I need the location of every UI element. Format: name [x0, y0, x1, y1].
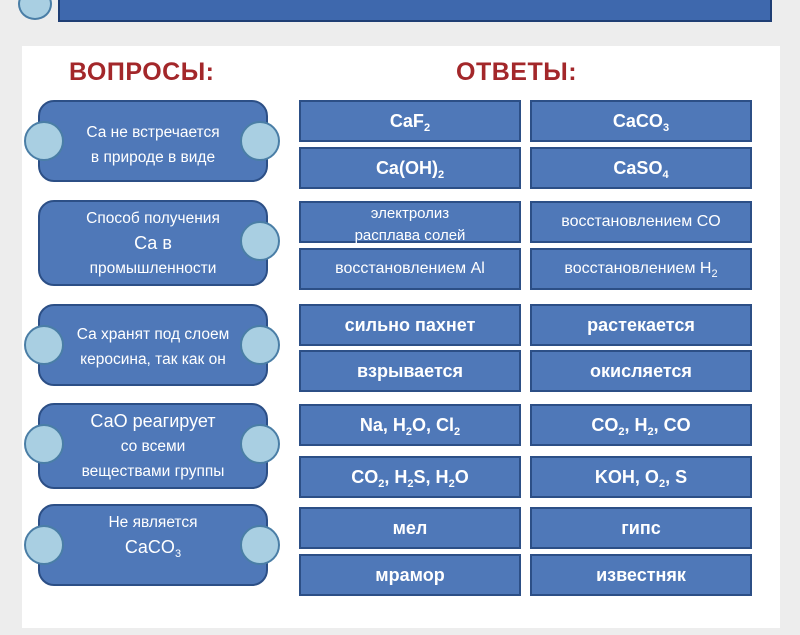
- answer-tile[interactable]: окисляется: [530, 350, 752, 392]
- answer-text: сильно пахнет: [344, 315, 476, 335]
- answer-text: O: [454, 467, 469, 487]
- right-knob: [240, 525, 280, 565]
- right-knob: [240, 221, 280, 261]
- previous-slide-knob: [18, 0, 52, 20]
- answer-text: CaCO: [612, 111, 663, 131]
- answer-tile[interactable]: электролиз расплава солей: [299, 201, 521, 244]
- answer-tile[interactable]: CO2, H2S, H2O: [299, 456, 521, 498]
- question-text-line: Са в: [134, 233, 172, 253]
- answer-text: известняк: [596, 565, 686, 585]
- question-card-2[interactable]: Способ получения Са в промышленности: [38, 200, 280, 286]
- answer-text: , H: [624, 415, 648, 435]
- answer-tile[interactable]: взрывается: [299, 350, 521, 392]
- question-text-line: Способ получения: [86, 210, 220, 227]
- answer-text: Na, H: [359, 415, 406, 435]
- question-text-line: керосина, так как он: [80, 351, 226, 368]
- left-knob: [24, 121, 64, 161]
- answer-text: гипс: [621, 518, 661, 538]
- answer-text: CO: [591, 415, 619, 435]
- answer-tile[interactable]: CaF2: [299, 100, 521, 142]
- question-text-line: со всеми: [120, 438, 186, 455]
- answer-subscript: 4: [662, 169, 669, 181]
- left-knob: [24, 525, 64, 565]
- answer-text: Ca(OH): [375, 158, 438, 178]
- question-card-4[interactable]: СаО реагирует со всеми веществами группы: [24, 403, 280, 489]
- formula-subscript: 3: [174, 548, 182, 560]
- question-text-line: Са хранят под слоем: [76, 326, 230, 343]
- answer-tile[interactable]: Na, H2O, Cl2: [299, 404, 521, 446]
- answer-text: S, H: [413, 467, 449, 487]
- answer-tile[interactable]: мел: [299, 507, 521, 549]
- question-text-line: Не является: [108, 514, 198, 531]
- question-text-line: в природе в виде: [90, 149, 216, 166]
- questions-heading: ВОПРОСЫ:: [69, 58, 215, 86]
- question-text-line: Са не встречается: [86, 124, 220, 141]
- answer-subscript: 2: [658, 478, 666, 490]
- question-card-5[interactable]: Не является CaCO3: [24, 504, 280, 586]
- answer-text: восстановлением H: [564, 260, 712, 277]
- right-knob: [240, 325, 280, 365]
- answer-text: окисляется: [590, 361, 692, 381]
- answer-text-line: расплава солей: [354, 227, 466, 244]
- previous-slide-strip: [0, 0, 800, 34]
- answer-tile[interactable]: восстановлением H2: [530, 248, 752, 290]
- answer-subscript: 2: [448, 478, 455, 490]
- answer-subscript: 2: [454, 426, 461, 438]
- answer-text: восстановлением Al: [335, 260, 485, 277]
- answer-tile[interactable]: восстановлением Al: [299, 248, 521, 290]
- answer-text: CaF: [389, 111, 424, 131]
- answer-text: , S: [665, 467, 688, 487]
- answer-tile[interactable]: известняк: [530, 554, 752, 596]
- answer-tile[interactable]: гипс: [530, 507, 752, 549]
- answer-subscript: 2: [647, 426, 654, 438]
- left-knob: [24, 325, 64, 365]
- answer-subscript: 2: [407, 478, 414, 490]
- question-text-line: промышленности: [89, 260, 217, 277]
- answer-text: восстановлением CO: [561, 213, 721, 230]
- question-formula: CaCO3: [40, 535, 266, 560]
- answer-tile[interactable]: CO2, H2, CO: [530, 404, 752, 446]
- question-card-3[interactable]: Са хранят под слоем керосина, так как он: [24, 304, 280, 386]
- answers-heading: ОТВЕТЫ:: [456, 58, 578, 86]
- answer-text: мрамор: [375, 565, 445, 585]
- answer-tile[interactable]: CaCO3: [530, 100, 752, 142]
- answer-tile[interactable]: мрамор: [299, 554, 521, 596]
- answer-tile[interactable]: Ca(OH)2: [299, 147, 521, 189]
- answer-text-line: электролиз: [370, 205, 450, 222]
- right-knob: [240, 121, 280, 161]
- answer-text: мел: [392, 518, 428, 538]
- question-card-1[interactable]: Са не встречается в природе в виде: [24, 100, 280, 182]
- answer-tile[interactable]: восстановлением CO: [530, 201, 752, 243]
- left-knob: [24, 424, 64, 464]
- answer-subscript: 2: [437, 169, 445, 181]
- answer-subscript: 2: [378, 478, 385, 490]
- answer-text: KOH, O: [594, 467, 659, 487]
- answer-text: растекается: [587, 315, 695, 335]
- answer-text: , H: [384, 467, 408, 487]
- answer-text: CaSO: [613, 158, 663, 178]
- answer-subscript: 2: [423, 122, 431, 134]
- answer-subscript: 2: [711, 268, 718, 280]
- answer-text: взрывается: [356, 361, 464, 381]
- formula-text: CaCO: [124, 537, 175, 557]
- answer-subscript: 2: [618, 426, 625, 438]
- answer-tile[interactable]: сильно пахнет: [299, 304, 521, 346]
- answer-tile[interactable]: CaSO4: [530, 147, 752, 189]
- question-text-line: веществами группы: [81, 463, 225, 480]
- answer-subscript: 2: [405, 426, 412, 438]
- right-knob: [240, 424, 280, 464]
- answer-text: O, Cl: [412, 415, 455, 435]
- answer-text: CO: [351, 467, 379, 487]
- answer-tile[interactable]: растекается: [530, 304, 752, 346]
- previous-slide-panel: [58, 0, 772, 22]
- answer-subscript: 3: [662, 122, 670, 134]
- question-text-line: СаО реагирует: [90, 411, 216, 431]
- answer-tile[interactable]: KOH, O2, S: [530, 456, 752, 498]
- answer-text: , CO: [653, 415, 691, 435]
